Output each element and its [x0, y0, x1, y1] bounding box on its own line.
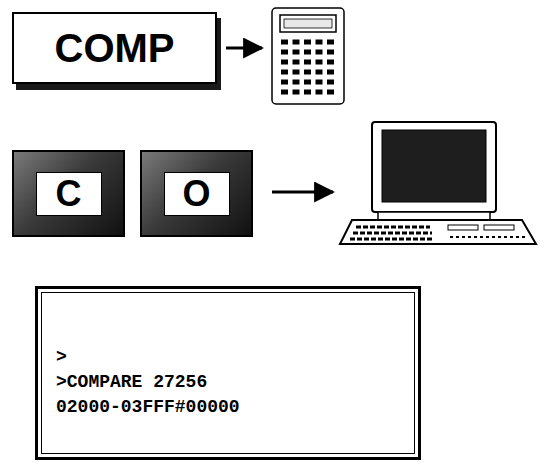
screen-line: >COMPARE 27256 — [56, 370, 400, 395]
arrow — [226, 47, 262, 50]
computer-icon — [340, 122, 536, 244]
key-letter: O — [164, 172, 230, 216]
command-box: COMP — [12, 12, 217, 84]
key-letter: C — [36, 172, 102, 216]
key-cap: O — [140, 150, 253, 237]
screen-line: > — [56, 345, 400, 370]
calculator-icon — [272, 8, 344, 104]
command-text: COMP — [55, 28, 175, 68]
screen-display: >>COMPARE 2725602000-03FFF#00000 — [35, 286, 421, 460]
screen-line: 02000-03FFF#00000 — [56, 395, 400, 420]
arrow — [272, 191, 333, 194]
key-cap: C — [12, 150, 125, 237]
